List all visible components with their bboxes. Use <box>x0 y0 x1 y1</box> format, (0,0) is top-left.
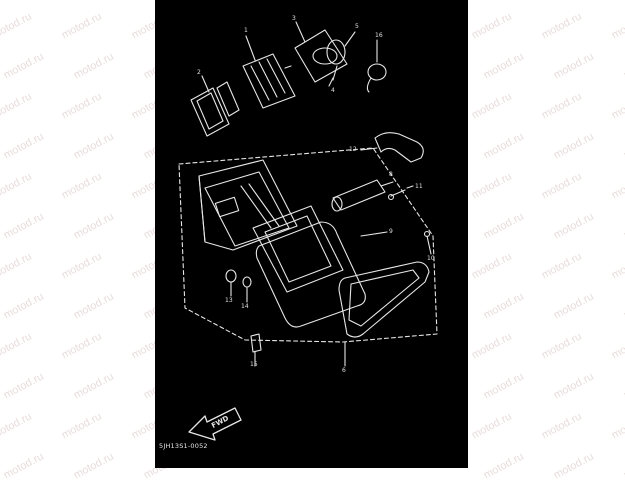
callout-9: 9 <box>389 228 393 235</box>
watermark-text: motod.ru <box>539 250 584 282</box>
watermark-text: motod.ru <box>71 290 116 322</box>
watermark-text: motod.ru <box>609 330 625 362</box>
watermark-text: motod.ru <box>59 330 104 362</box>
watermark-text: motod.ru <box>481 450 526 482</box>
screw-part-11 <box>387 185 414 201</box>
watermark-text: motod.ru <box>71 210 116 242</box>
callout-11: 11 <box>415 183 423 190</box>
watermark-text: motod.ru <box>481 130 526 162</box>
watermark-text: motod.ru <box>609 410 625 442</box>
watermark-text: motod.ru <box>481 290 526 322</box>
watermark-text: motod.ru <box>481 370 526 402</box>
watermark-text: motod.ru <box>481 50 526 82</box>
watermark-text: motod.ru <box>551 50 596 82</box>
plug-part-13 <box>225 269 237 283</box>
watermark-text: motod.ru <box>551 210 596 242</box>
watermark-text: motod.ru <box>1 370 46 402</box>
watermark-text: motod.ru <box>551 130 596 162</box>
callout-14: 14 <box>241 303 249 310</box>
watermark-text: motod.ru <box>539 90 584 122</box>
bolt <box>284 65 292 69</box>
screw-part-10 <box>423 230 432 255</box>
exploded-view-drawing <box>178 21 438 441</box>
callout-16: 16 <box>375 32 383 39</box>
watermark-text: motod.ru <box>59 10 104 42</box>
callout-5: 5 <box>355 23 359 30</box>
callout-1: 1 <box>244 27 248 34</box>
watermark-text: motod.ru <box>551 370 596 402</box>
callout-15: 15 <box>250 361 258 368</box>
air-filter-case <box>198 159 298 251</box>
watermark-text: motod.ru <box>539 410 584 442</box>
reed-cage-part-1 <box>242 53 296 109</box>
watermark-text: motod.ru <box>469 410 514 442</box>
watermark-text: motod.ru <box>469 90 514 122</box>
watermark-text: motod.ru <box>1 450 46 482</box>
gasket-part-2 <box>190 87 230 137</box>
fwd-direction-arrow <box>188 407 242 441</box>
watermark-text: motod.ru <box>469 170 514 202</box>
watermark-text: motod.ru <box>539 10 584 42</box>
intake-duct-part-12 <box>360 132 424 163</box>
callout-8: 8 <box>389 171 393 178</box>
gasket-inner <box>196 92 224 130</box>
reed-plate <box>216 81 240 117</box>
filter-element-part-7 <box>252 205 344 293</box>
parts-diagram-panel: 1 2 3 4 5 6 8 9 10 11 12 13 14 15 16 FWD… <box>155 0 468 468</box>
tube-part-8 <box>331 179 394 212</box>
watermark-text: motod.ru <box>469 10 514 42</box>
drain-fittings <box>225 269 346 367</box>
document-reference: 5JH13S1-0052 <box>159 442 208 450</box>
watermark-text: motod.ru <box>609 250 625 282</box>
watermark-text: motod.ru <box>551 450 596 482</box>
watermark-text: motod.ru <box>1 290 46 322</box>
watermark-text: motod.ru <box>551 290 596 322</box>
watermark-text: motod.ru <box>71 130 116 162</box>
watermark-text: motod.ru <box>0 330 34 362</box>
watermark-text: motod.ru <box>71 370 116 402</box>
watermark-text: motod.ru <box>1 210 46 242</box>
cap-part-16 <box>367 63 387 81</box>
watermark-text: motod.ru <box>609 10 625 42</box>
callout-2: 2 <box>197 69 201 76</box>
watermark-text: motod.ru <box>71 50 116 82</box>
watermark-text: motod.ru <box>59 170 104 202</box>
watermark-text: motod.ru <box>59 410 104 442</box>
watermark-text: motod.ru <box>539 330 584 362</box>
watermark-text: motod.ru <box>59 250 104 282</box>
gasket-part-9 <box>255 221 388 328</box>
watermark-text: motod.ru <box>469 250 514 282</box>
bolt-part-15 <box>250 333 262 353</box>
assembly-boundary <box>178 147 438 343</box>
cover-part-6 <box>338 261 430 338</box>
watermark-text: motod.ru <box>539 170 584 202</box>
watermark-text: motod.ru <box>0 90 34 122</box>
callout-6: 6 <box>342 367 346 374</box>
watermark-text: motod.ru <box>59 90 104 122</box>
callout-3: 3 <box>292 15 296 22</box>
watermark-text: motod.ru <box>0 10 34 42</box>
callout-10: 10 <box>427 255 435 262</box>
watermark-text: motod.ru <box>609 90 625 122</box>
callout-12: 12 <box>349 146 357 153</box>
callout-4: 4 <box>331 87 335 94</box>
watermark-text: motod.ru <box>469 330 514 362</box>
watermark-text: motod.ru <box>0 410 34 442</box>
clip-part-14 <box>242 276 252 288</box>
watermark-text: motod.ru <box>1 50 46 82</box>
intake-manifold-part-3 <box>294 29 348 83</box>
watermark-text: motod.ru <box>1 130 46 162</box>
watermark-text: motod.ru <box>71 450 116 482</box>
watermark-text: motod.ru <box>0 170 34 202</box>
clamp-part-5 <box>326 39 346 65</box>
watermark-text: motod.ru <box>609 170 625 202</box>
reed-valve-assembly <box>190 21 387 137</box>
watermark-text: motod.ru <box>0 250 34 282</box>
callout-13: 13 <box>225 297 233 304</box>
watermark-text: motod.ru <box>481 210 526 242</box>
